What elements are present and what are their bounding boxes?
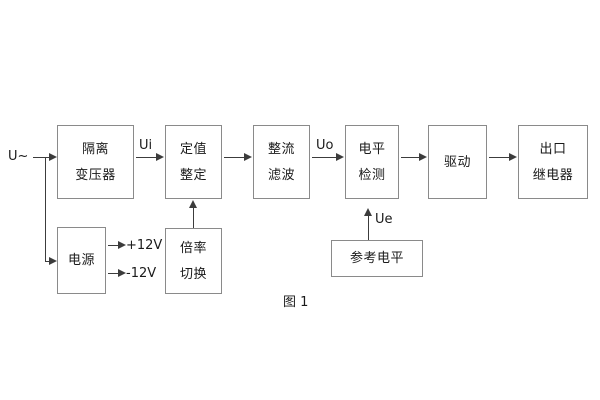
block-line: 滤波 bbox=[267, 167, 295, 183]
connector-transformer-to-setting bbox=[136, 157, 157, 158]
arrowhead-input-to-power-supply bbox=[49, 256, 57, 265]
arrowhead-power-supply-positive bbox=[118, 240, 126, 249]
arrowhead-multiplier-to-setting bbox=[188, 200, 197, 208]
block-line: 驱动 bbox=[443, 154, 471, 170]
block-line: 出口 bbox=[539, 141, 567, 157]
block-isolation-transformer: 隔离 变压器 bbox=[57, 125, 134, 199]
block-line: 定值 bbox=[179, 141, 207, 157]
block-line: 检测 bbox=[358, 167, 386, 183]
figure-caption: 图 1 bbox=[283, 295, 309, 310]
arrowhead-power-supply-negative bbox=[118, 268, 126, 277]
block-setting-adjust: 定值 整定 bbox=[165, 125, 222, 199]
connector-reference-to-level-detect bbox=[368, 216, 369, 240]
arrowhead-rectify-to-level-detect bbox=[336, 152, 344, 161]
connector-input-stub bbox=[33, 157, 45, 158]
block-multiplier-switch: 倍率 切换 bbox=[165, 228, 222, 294]
block-line: 电平 bbox=[358, 141, 386, 157]
arrowhead-drive-to-output-relay bbox=[509, 152, 517, 161]
connector-input-to-transformer bbox=[45, 157, 50, 158]
block-line: 参考电平 bbox=[349, 251, 404, 266]
block-drive: 驱动 bbox=[428, 125, 487, 199]
block-output-relay: 出口 继电器 bbox=[518, 125, 588, 199]
connector-input-to-power-supply bbox=[45, 261, 50, 262]
block-level-detect: 电平 检测 bbox=[345, 125, 399, 199]
connector-drive-to-output-relay bbox=[489, 157, 511, 158]
arrowhead-reference-to-level-detect bbox=[363, 208, 372, 216]
connector-multiplier-to-setting bbox=[193, 208, 194, 228]
block-rectify-filter: 整流 滤波 bbox=[253, 125, 310, 199]
block-line: 整定 bbox=[179, 167, 207, 183]
connector-power-supply-positive bbox=[108, 245, 120, 246]
label-input-voltage: U~ bbox=[8, 149, 29, 164]
block-power-supply: 电源 bbox=[57, 227, 106, 294]
label-supply-negative: -12V bbox=[126, 266, 157, 281]
label-signal-uo: Uo bbox=[316, 138, 334, 153]
label-signal-ue: Ue bbox=[375, 212, 393, 227]
block-line: 电源 bbox=[67, 253, 95, 268]
block-line: 切换 bbox=[179, 266, 207, 282]
arrowhead-transformer-to-setting bbox=[156, 152, 164, 161]
arrowhead-level-detect-to-drive bbox=[419, 152, 427, 161]
block-line: 整流 bbox=[267, 141, 295, 157]
connector-rectify-to-level-detect bbox=[312, 157, 337, 158]
label-signal-ui: Ui bbox=[139, 138, 153, 153]
block-line: 变压器 bbox=[75, 167, 116, 183]
block-reference-level: 参考电平 bbox=[331, 240, 423, 277]
connector-power-supply-negative bbox=[108, 273, 120, 274]
connector-input-branch-vertical bbox=[45, 157, 46, 261]
connector-setting-to-rectify bbox=[224, 157, 245, 158]
arrowhead-input-to-transformer bbox=[49, 152, 57, 161]
arrowhead-setting-to-rectify bbox=[244, 152, 252, 161]
block-line: 继电器 bbox=[532, 167, 574, 183]
label-supply-positive: +12V bbox=[126, 238, 163, 253]
block-line: 倍率 bbox=[179, 240, 207, 256]
block-line: 隔离 bbox=[81, 141, 109, 157]
connector-level-detect-to-drive bbox=[401, 157, 421, 158]
